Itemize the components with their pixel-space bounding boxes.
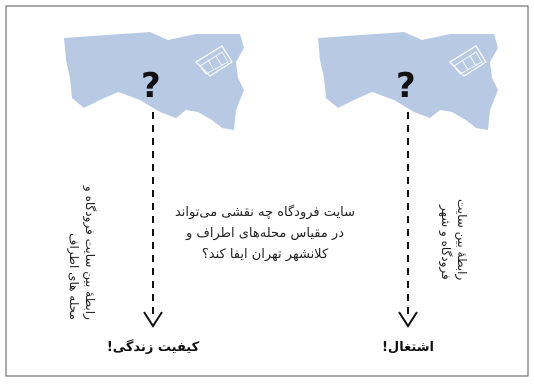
- left-arrow-head: [143, 311, 163, 328]
- right-map-shape: [318, 32, 498, 130]
- left-relation-label: رابطهٔ بین سایت فرودگاه و محله های اطراف: [66, 150, 98, 320]
- left-result-label: کیفیت زندگی!: [106, 340, 200, 355]
- central-question-line-2: در مقیاس محله‌های اطراف و: [185, 226, 344, 241]
- right-result-label: اشتغال!: [382, 340, 434, 355]
- left-map-inset-detail: [199, 51, 229, 75]
- right-map-inset-detail: [453, 51, 483, 75]
- right-relation-line-1: رابطهٔ بین سایت: [455, 198, 469, 280]
- right-site-map: [318, 32, 498, 130]
- left-map-shape: [64, 32, 244, 130]
- left-site-map: [64, 32, 244, 130]
- right-question-mark: ?: [396, 66, 416, 106]
- central-question: سایت فرودگاه چه نقشی می‌تواند در مقیاس م…: [160, 202, 370, 265]
- frame-border: [5, 5, 529, 377]
- left-question-mark: ?: [141, 66, 161, 106]
- central-question-line-1: سایت فرودگاه چه نقشی می‌تواند: [174, 205, 355, 220]
- right-relation-label: رابطهٔ بین سایت فرودگاه و شهر: [438, 150, 470, 280]
- right-arrow-head: [398, 311, 418, 328]
- left-relation-line-1: رابطهٔ بین سایت فرودگاه و: [83, 186, 97, 320]
- central-question-line-3: کلانشهر تهران ایفا کند؟: [201, 247, 329, 262]
- right-map-inset: [449, 45, 487, 77]
- left-relation-line-2: محله های اطراف: [67, 233, 81, 320]
- right-relation-line-2: فرودگاه و شهر: [439, 205, 453, 280]
- left-map-inset: [195, 45, 233, 77]
